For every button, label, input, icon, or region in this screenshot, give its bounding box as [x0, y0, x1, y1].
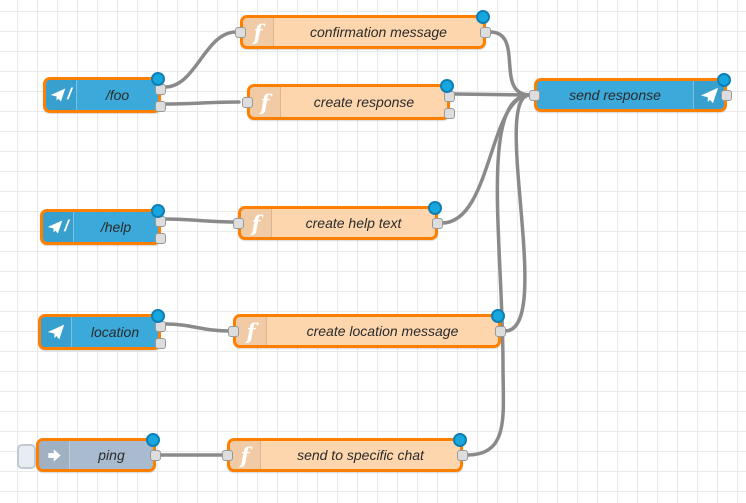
- paper-plane-icon: [47, 220, 63, 234]
- paper-plane-icon: [50, 88, 66, 102]
- changed-badge: [717, 73, 731, 87]
- changed-badge: [151, 204, 165, 218]
- function-f-glyph: f: [246, 318, 256, 344]
- node-function-confirmation-message[interactable]: f confirmation message: [235, 10, 491, 49]
- telegram-receiver-icon: [41, 317, 72, 347]
- paper-plane-icon: [700, 87, 718, 103]
- output-port[interactable]: [480, 26, 491, 38]
- input-port[interactable]: [235, 26, 246, 38]
- wire-confirmation-to-send[interactable]: [488, 30, 532, 97]
- node-telegram-command-foo[interactable]: / /foo: [43, 72, 166, 113]
- changed-badge: [146, 433, 160, 447]
- output-port[interactable]: [432, 217, 443, 229]
- input-port[interactable]: [529, 89, 540, 101]
- inject-button[interactable]: [17, 444, 36, 469]
- input-port[interactable]: [222, 449, 233, 461]
- node-inject-ping[interactable]: ping: [17, 433, 161, 472]
- wire-foo-to-confirmation[interactable]: [163, 30, 238, 89]
- wire-create-location-to-send[interactable]: [503, 93, 532, 333]
- output-port[interactable]: [150, 449, 161, 461]
- output-port-2[interactable]: [444, 108, 455, 119]
- node-label: create location message: [306, 323, 459, 339]
- node-label: create response: [313, 94, 415, 110]
- function-icon: f: [230, 441, 261, 469]
- node-label: location: [90, 324, 140, 340]
- function-f-glyph: f: [253, 19, 263, 45]
- node-label: /help: [100, 219, 132, 235]
- changed-badge: [440, 79, 454, 93]
- node-function-create-help-text[interactable]: f create help text: [233, 201, 443, 240]
- changed-badge: [151, 72, 165, 86]
- function-f-glyph: f: [260, 89, 270, 115]
- node-label: confirmation message: [310, 24, 447, 40]
- function-f-glyph: f: [240, 442, 250, 468]
- wire-create-response-to-send[interactable]: [452, 92, 532, 97]
- input-port[interactable]: [228, 325, 239, 337]
- command-slash-glyph: /: [67, 86, 72, 103]
- node-label: send to specific chat: [297, 447, 424, 463]
- wire-foo-to-create-response[interactable]: [163, 100, 241, 106]
- output-port[interactable]: [721, 89, 732, 101]
- function-icon: f: [243, 18, 274, 46]
- output-port-2[interactable]: [155, 101, 166, 112]
- node-telegram-sender-send-response[interactable]: send response: [529, 73, 732, 112]
- command-slash-glyph: /: [64, 218, 69, 235]
- output-port-2[interactable]: [155, 233, 166, 244]
- changed-badge: [151, 309, 165, 323]
- function-f-glyph: f: [251, 210, 261, 236]
- function-icon: f: [236, 317, 267, 345]
- node-telegram-receiver-location[interactable]: location: [38, 309, 166, 350]
- node-label: ping: [98, 447, 125, 463]
- node-function-send-to-specific-chat[interactable]: f send to specific chat: [222, 433, 468, 472]
- function-icon: f: [250, 87, 281, 117]
- wire-chat-to-send[interactable]: [465, 93, 532, 457]
- input-port[interactable]: [233, 217, 244, 229]
- node-label: send response: [569, 87, 661, 103]
- changed-badge: [491, 309, 505, 323]
- node-function-create-response[interactable]: f create response: [242, 79, 455, 120]
- arrow-right-icon: [47, 448, 61, 462]
- telegram-command-icon: /: [43, 212, 74, 242]
- telegram-command-icon: /: [46, 80, 77, 110]
- input-port[interactable]: [242, 96, 253, 108]
- output-port[interactable]: [457, 449, 468, 461]
- node-label: /foo: [105, 87, 130, 103]
- node-label: create help text: [305, 215, 402, 231]
- inject-icon: [39, 441, 70, 469]
- function-icon: f: [241, 209, 272, 237]
- wire-help-to-create-help[interactable]: [163, 217, 236, 224]
- output-port[interactable]: [495, 325, 506, 337]
- paper-plane-icon: [47, 324, 65, 340]
- node-function-create-location-message[interactable]: f create location message: [228, 309, 506, 348]
- wire-location-to-create-location[interactable]: [163, 322, 231, 333]
- changed-badge: [453, 433, 467, 447]
- changed-badge: [476, 10, 490, 24]
- node-telegram-command-help[interactable]: / /help: [40, 204, 166, 245]
- changed-badge: [428, 201, 442, 215]
- output-port-2[interactable]: [155, 338, 166, 349]
- telegram-sender-icon: [693, 81, 724, 109]
